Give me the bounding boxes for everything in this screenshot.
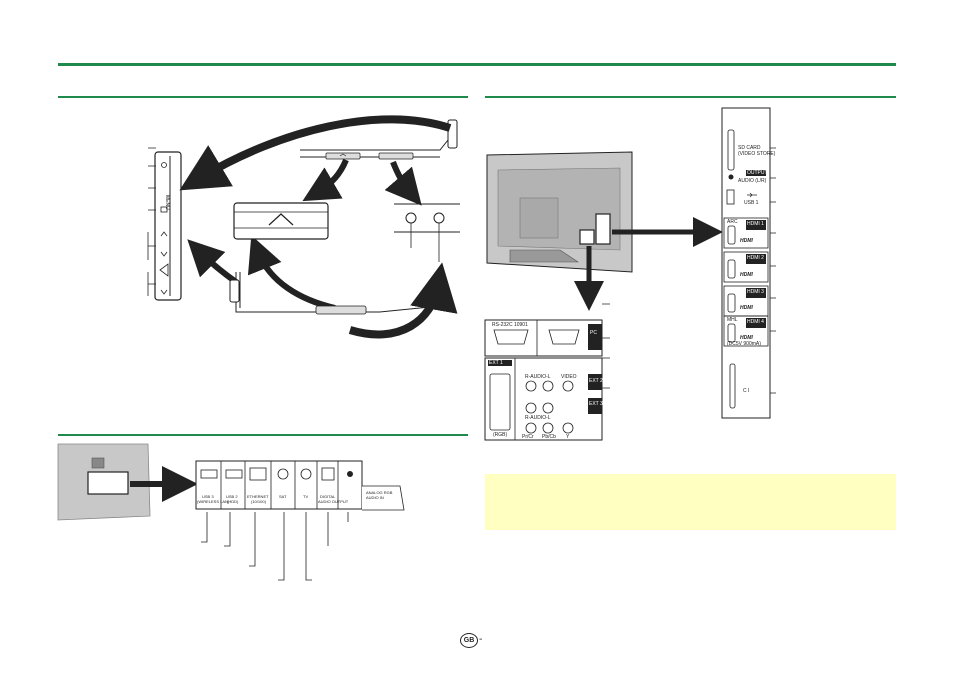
pr-cr-label: Pr/Cr <box>522 434 534 440</box>
volume-up-down-icon <box>159 263 169 295</box>
ext1-label: EXT 1 <box>489 360 503 366</box>
menu-label: MENU <box>164 195 170 210</box>
tv-label: TV <box>303 494 309 499</box>
page-dash: - <box>479 634 483 645</box>
video-store-label: (VIDEO STORE) <box>738 151 776 157</box>
ext2-label: EXT 2 <box>589 378 603 384</box>
hdmi4-power-label: (DC5V 900mA) <box>727 341 761 347</box>
top-rule <box>58 63 896 66</box>
usb2-label: USB 2 <box>226 494 238 499</box>
tv-bottom-left-view <box>57 443 151 521</box>
mhl-label: MHL <box>727 317 738 323</box>
rs232c-label: RS-232C 10901 <box>492 322 528 328</box>
section-rule-left-bottom <box>58 434 468 436</box>
tv-bottom-outline <box>229 272 441 315</box>
button-cover-zoom <box>233 202 329 240</box>
y-label: Y <box>566 434 570 440</box>
hdmi-logo-icon: HDMI <box>740 305 753 311</box>
arrow-icon <box>384 160 422 206</box>
usb1-label: USB 1 <box>744 200 759 206</box>
arrow-icon <box>348 262 458 339</box>
ethernet-label: ETHERNET <box>247 494 269 499</box>
round-buttons-zoom <box>394 203 460 262</box>
rear-terminal-panel <box>484 303 610 441</box>
arrow-icon <box>247 235 336 311</box>
video-label: VIDEO <box>561 374 577 380</box>
hdmi1-label: HDMI 1 <box>747 221 764 227</box>
side-buttons-diagram: MENU <box>147 147 182 301</box>
hdmi2-label: HDMI 2 <box>747 255 764 261</box>
usb3-sub-label: (WIRELESS LAN) <box>197 499 230 504</box>
arrow-icon <box>302 158 349 202</box>
hdmi4-label: HDMI 4 <box>747 319 764 325</box>
pc-label: PC <box>590 330 597 336</box>
bottom-terminal-panel <box>195 460 405 581</box>
section-rule-right-top <box>485 96 896 98</box>
arrow-icon <box>187 239 238 285</box>
tv-rear-view <box>486 151 633 273</box>
ci-label: C I <box>743 388 750 394</box>
ethernet-sub-label: (10/100) <box>251 499 266 504</box>
sat-label: SAT <box>279 494 287 499</box>
ext3-label: EXT 3 <box>589 401 603 407</box>
usb-icon <box>747 192 757 198</box>
side-terminal-panel <box>721 107 776 419</box>
page-badge: GB <box>460 633 478 648</box>
tv-top-outline <box>300 119 458 160</box>
hdmi-logo-icon: HDMI <box>740 238 753 244</box>
pb-cb-label: Pb/Cb <box>542 434 556 440</box>
digital-label: DIGITAL <box>320 494 336 499</box>
output-label: OUTPUT <box>747 170 768 176</box>
audio-lr-label: AUDIO (L/R) <box>738 178 767 184</box>
sd-card-label: SD CARD <box>738 145 761 151</box>
hdmi-logo-icon: HDMI <box>740 335 753 341</box>
power-icon <box>161 162 167 168</box>
hdmi-logo-icon: HDMI <box>740 272 753 278</box>
section-rule-left-top <box>58 96 468 98</box>
usb2-sub-label: (HDD) <box>227 499 239 504</box>
r-audio-l-label: R-AUDIO-L <box>525 374 551 380</box>
usb3-label: USB 3 <box>202 494 214 499</box>
arc-label: ARC <box>727 219 738 225</box>
channel-up-down-icon <box>160 231 168 257</box>
hdmi3-label: HDMI 3 <box>747 289 764 295</box>
note-box <box>485 474 896 530</box>
audio-in-label: AUDIO IN <box>366 495 384 500</box>
audio-output-label: AUDIO OUTPUT <box>318 499 349 504</box>
input-icon <box>160 206 168 213</box>
arrow-icon <box>179 115 452 191</box>
rgb-label: (RGB) <box>493 432 508 438</box>
analog-rgb-label: ANALOG RGB <box>366 490 393 495</box>
r-audio-l-label-2: R-AUDIO-L <box>525 415 551 421</box>
